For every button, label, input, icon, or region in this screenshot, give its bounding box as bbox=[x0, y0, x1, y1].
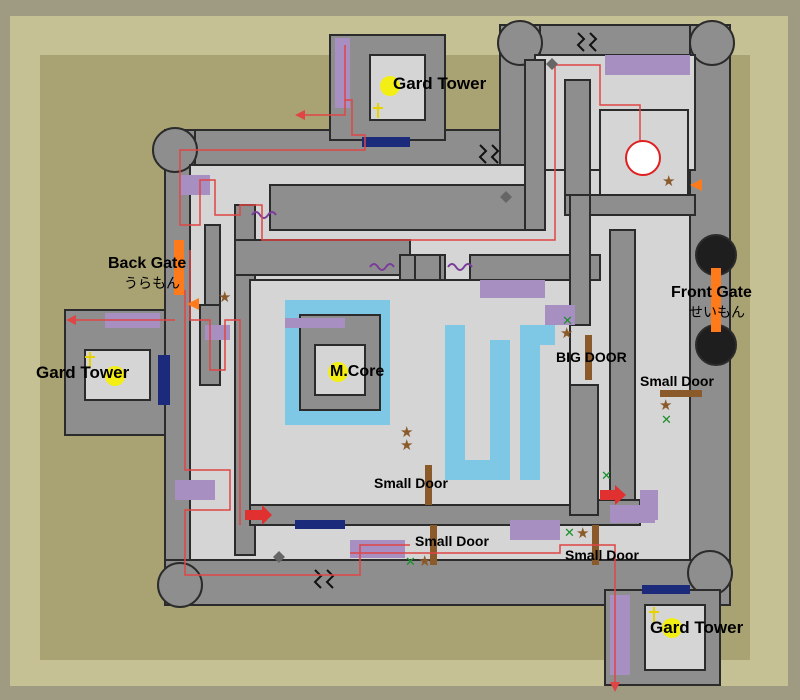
label-front-gate-jp: せいもん bbox=[689, 305, 745, 321]
orange-triangle-icon bbox=[187, 298, 199, 310]
yellow-circle-icon bbox=[105, 366, 125, 386]
label-small-door-inner: Small Door bbox=[374, 475, 448, 491]
star-icon: ★ bbox=[576, 524, 589, 542]
arrow-icon bbox=[600, 485, 626, 505]
orange-markers bbox=[187, 179, 702, 310]
back-gate bbox=[174, 240, 184, 295]
arrow-icon bbox=[295, 110, 305, 120]
label-m-core: M.Core bbox=[330, 363, 384, 380]
x-mark-icon: ✕ bbox=[405, 555, 416, 570]
stars: ★ ★ ★ ★ ★ ★ ★ ★ bbox=[218, 172, 675, 570]
label-gard-tower-se: Gard Tower bbox=[650, 618, 744, 637]
star-icon: ★ bbox=[218, 288, 231, 306]
route-arrows bbox=[66, 110, 620, 692]
white-orb-icon bbox=[625, 140, 661, 176]
crosses bbox=[85, 103, 659, 622]
front-gate bbox=[695, 234, 737, 366]
label-small-door-east: Small Door bbox=[640, 373, 714, 389]
cross-icon bbox=[85, 352, 95, 367]
big-door bbox=[585, 335, 592, 380]
label-back-gate: Back Gate bbox=[108, 255, 186, 272]
x-mark-icon: ✕ bbox=[661, 413, 672, 428]
diamond-icon bbox=[273, 551, 285, 563]
star-icon: ★ bbox=[400, 423, 413, 441]
star-icon: ★ bbox=[418, 552, 431, 570]
star-icon: ★ bbox=[659, 396, 672, 414]
small-door-south bbox=[430, 525, 437, 565]
yellow-circle-icon bbox=[328, 362, 348, 382]
small-door-inner bbox=[425, 465, 432, 505]
star-icon: ★ bbox=[560, 324, 573, 342]
arrow-icon bbox=[610, 682, 620, 692]
arrow-icon bbox=[66, 315, 76, 325]
label-gard-tower-w: Gard Tower bbox=[36, 363, 130, 382]
diamond-icon bbox=[546, 58, 558, 70]
label-back-gate-jp: うらもん bbox=[124, 276, 180, 292]
star-icon: ★ bbox=[662, 172, 675, 190]
yellow-markers bbox=[105, 76, 682, 638]
label-big-door: BIG DOOR bbox=[556, 349, 627, 365]
route-lines bbox=[70, 45, 641, 690]
wall-cracks bbox=[313, 32, 598, 589]
small-door-east bbox=[660, 390, 702, 397]
diamonds bbox=[273, 58, 558, 563]
squiggles bbox=[251, 211, 473, 271]
label-small-door-south: Small Door bbox=[415, 533, 489, 549]
diamond-icon bbox=[500, 191, 512, 203]
label-small-door-southeast: Small Door bbox=[565, 547, 639, 563]
x-mark-icon: ✕ bbox=[601, 469, 612, 484]
x-marks: ✕ ✕ ✕ ✕ ✕ bbox=[405, 314, 672, 570]
label-gard-tower-nw: Gard Tower bbox=[393, 74, 487, 93]
orange-triangle-icon bbox=[690, 179, 702, 191]
yellow-circle-icon bbox=[662, 618, 682, 638]
x-mark-icon: ✕ bbox=[564, 526, 575, 541]
guard-tower-se bbox=[604, 589, 721, 686]
x-mark-icon: ✕ bbox=[562, 314, 573, 329]
cross-icon bbox=[649, 607, 659, 622]
star-icon: ★ bbox=[400, 436, 413, 454]
label-front-gate: Front Gate bbox=[671, 284, 752, 301]
big-arrows bbox=[245, 485, 626, 525]
navy-bars bbox=[158, 137, 690, 594]
yellow-circle-icon bbox=[380, 76, 400, 96]
arrow-icon bbox=[245, 505, 272, 525]
cross-icon bbox=[373, 103, 383, 118]
